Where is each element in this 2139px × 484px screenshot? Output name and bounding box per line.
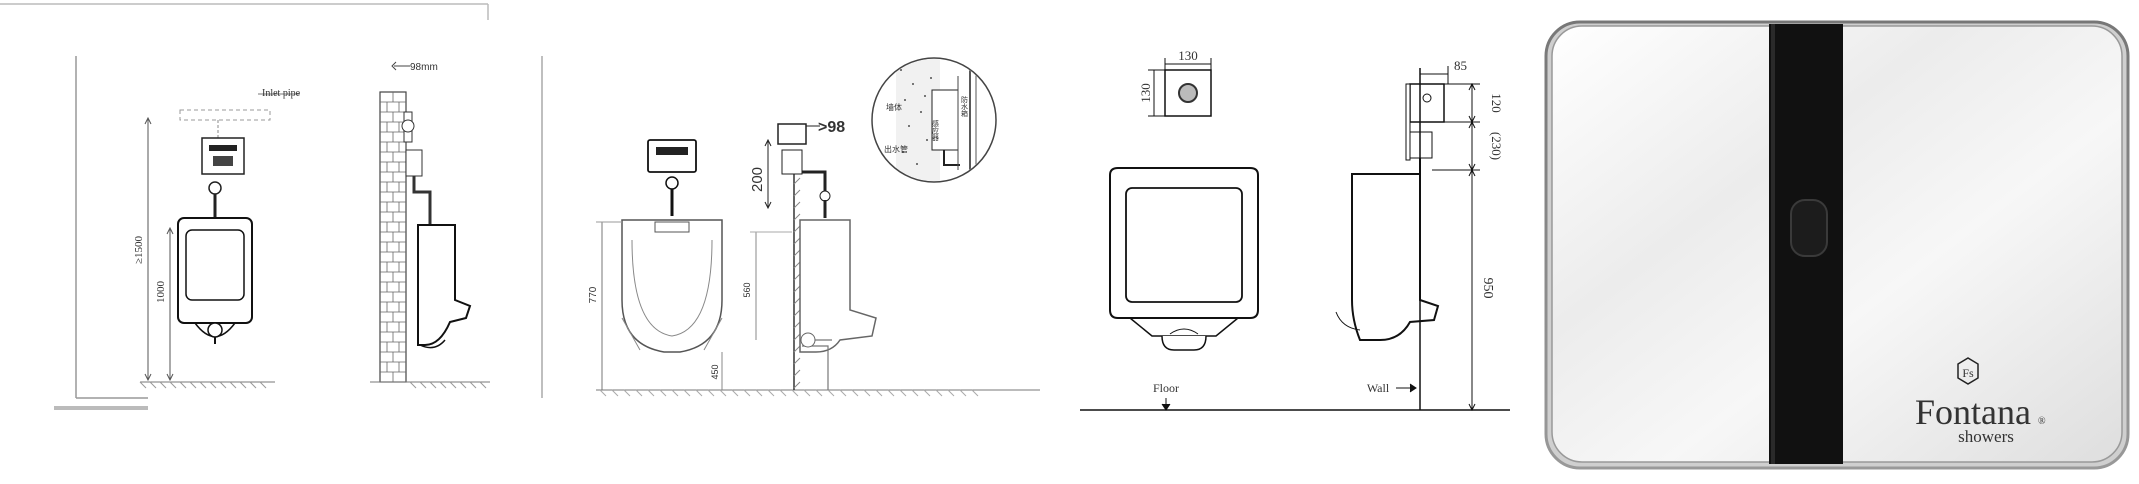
detail-label-sensor: 感应器 — [932, 119, 940, 142]
brand-name: Fontana — [1915, 392, 2031, 432]
panel-dimension-drawing: 130 130 Floor Wall 85 — [1070, 0, 1540, 484]
dim-450: 450 — [710, 364, 720, 379]
panel-product-photo: Fs Fontana ® showers — [1540, 0, 2139, 484]
detail-label-outlet: 出水管 — [884, 144, 908, 154]
urinal-side — [417, 224, 472, 346]
diagram-3-svg: 130 130 Floor Wall 85 — [1080, 48, 1510, 412]
brand-monogram: Fs — [1962, 366, 1974, 380]
panel-installation-diagram-1: Inlet pipe ≥1500 1000 98mm — [0, 0, 540, 484]
dim-height-unit: 1000 — [155, 281, 167, 304]
urinal-front-2 — [621, 219, 723, 353]
urinal-side-2 — [799, 219, 877, 353]
dim-width-130: 130 — [1178, 48, 1198, 63]
detail-circle: 墙体 出水管 感应器 防水箱 — [871, 57, 997, 183]
detail-label-box: 防水箱 — [961, 95, 969, 118]
gap-98mm-label: 98mm — [410, 62, 438, 73]
dim-120: 120 — [1489, 93, 1504, 113]
brick-wall — [379, 91, 407, 383]
wall-label: Wall — [1367, 381, 1390, 395]
gap-98-label: >98 — [818, 119, 845, 136]
dim-560: 560 — [742, 282, 752, 297]
diagram-1-svg: Inlet pipe ≥1500 1000 98mm — [0, 3, 490, 410]
brand-subtitle: showers — [1958, 427, 2014, 446]
inlet-pipe-label: Inlet pipe — [262, 88, 301, 99]
sensor-plate-front — [647, 139, 697, 173]
dim-200: 200 — [749, 167, 766, 192]
product-photo-svg: Fs Fontana ® showers — [1544, 20, 2130, 470]
detail-label-wall: 墙体 — [886, 102, 902, 112]
dim-depth-85: 85 — [1454, 58, 1467, 73]
floor-label: Floor — [1153, 381, 1179, 395]
brand-registered-mark: ® — [2038, 416, 2046, 427]
urinal-side-3 — [1351, 173, 1440, 341]
dim-950: 950 — [1480, 278, 1495, 299]
dim-height-130: 130 — [1138, 83, 1153, 103]
dim-770: 770 — [588, 286, 599, 303]
brand-logo: Fs Fontana ® showers — [1915, 357, 2046, 446]
dim-height-total: ≥1500 — [133, 235, 145, 264]
dim-230: (230) — [1489, 132, 1504, 160]
panel-installation-diagram-2: 770 450 >98 200 560 — [540, 0, 1070, 484]
sensor-window-icon — [1790, 199, 1828, 257]
diagram-2-svg: 770 450 >98 200 560 — [541, 56, 1040, 398]
